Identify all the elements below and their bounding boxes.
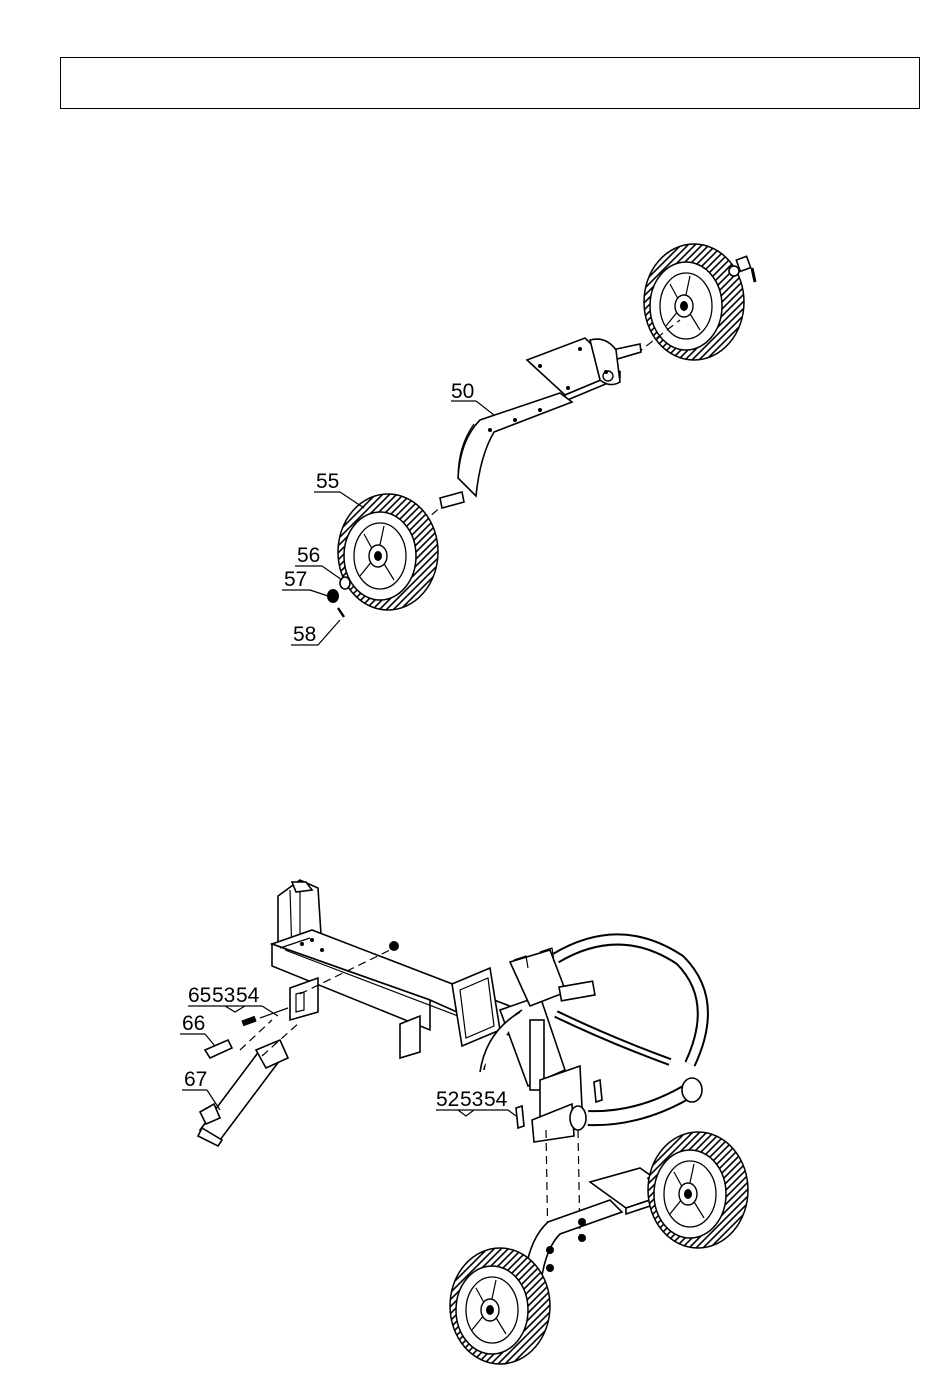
axle-beam [440, 338, 620, 508]
label-65: 65 [188, 984, 211, 1007]
label-56: 56 [297, 544, 320, 567]
nut-left [327, 589, 339, 603]
label-67: 67 [184, 1068, 207, 1091]
wheel-right [644, 244, 744, 360]
washer-right [729, 266, 739, 276]
label-53a: 53 [212, 984, 235, 1007]
label-50: 50 [451, 380, 474, 403]
label-52: 52 [436, 1088, 459, 1111]
label-57: 57 [284, 568, 307, 591]
label-54a: 54 [236, 984, 260, 1007]
label-58: 58 [293, 623, 316, 646]
washer-left [340, 577, 350, 589]
axle-figure: 50 55 56 57 58 [282, 244, 755, 646]
label-53b: 53 [460, 1088, 483, 1111]
wheel-rear [648, 1132, 748, 1248]
nut-top [389, 941, 399, 951]
assembly-figure: 65 53 54 66 67 52 53 54 [180, 880, 748, 1364]
pin-right [752, 268, 755, 282]
label-55: 55 [316, 470, 339, 493]
label-54b: 54 [484, 1088, 508, 1111]
label-66: 66 [182, 1012, 205, 1035]
clip [205, 1040, 232, 1058]
wheel-left [338, 494, 438, 610]
wheel-front [450, 1248, 550, 1364]
pin-left [338, 608, 344, 617]
